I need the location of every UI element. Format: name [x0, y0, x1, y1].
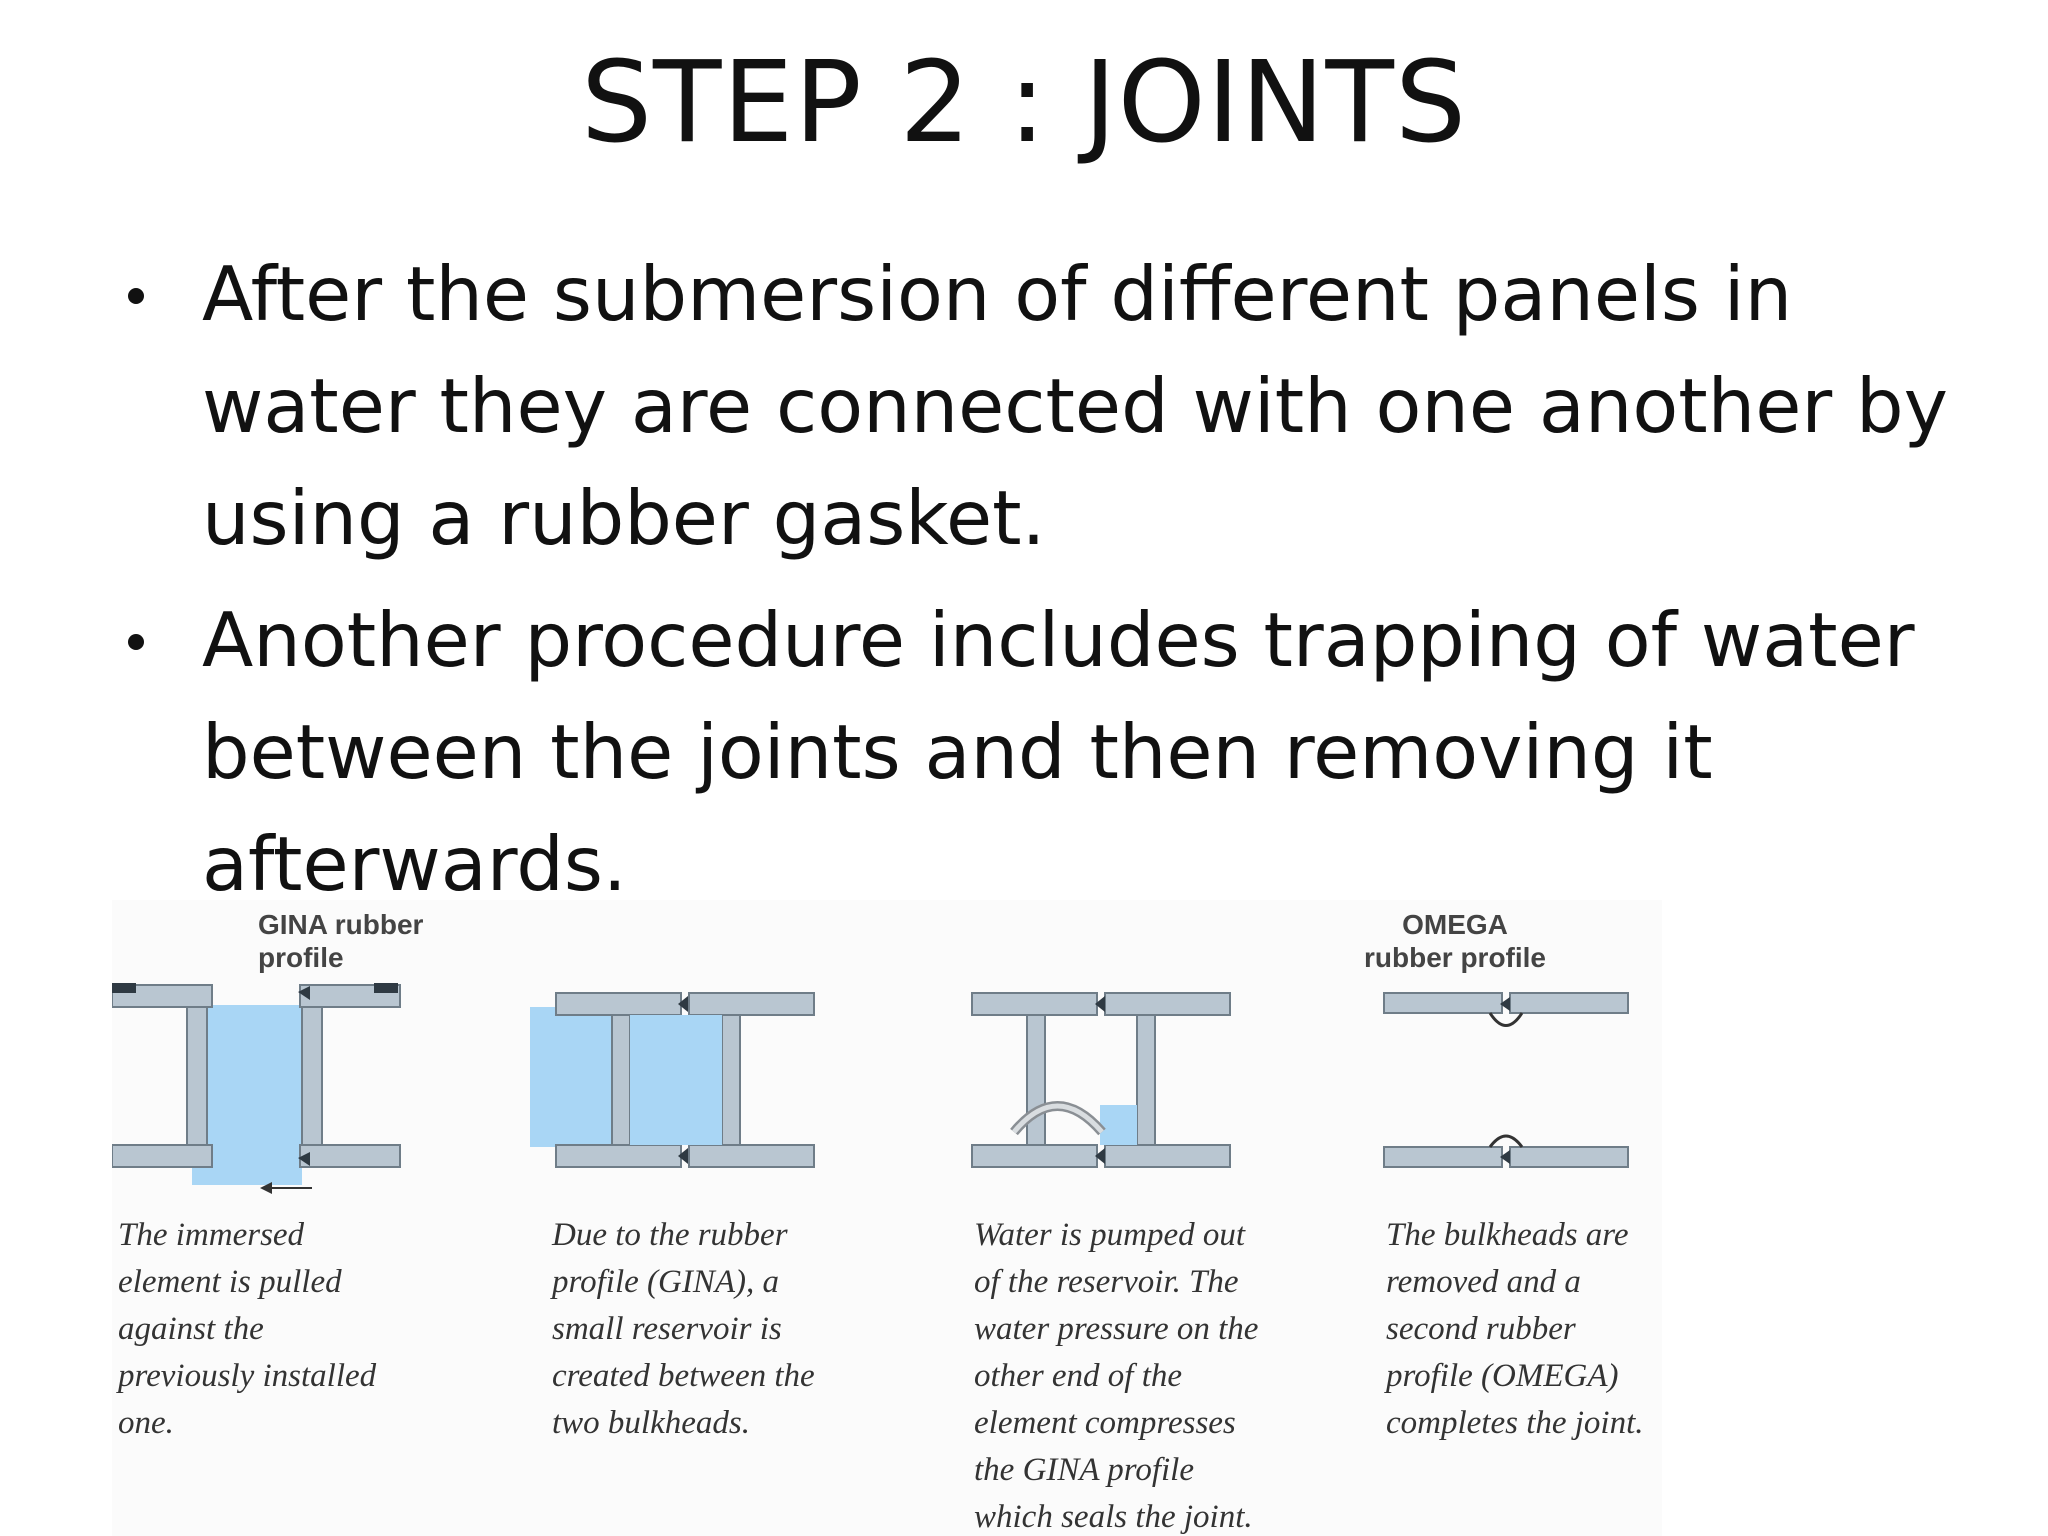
- bulkhead-left: [1026, 1014, 1046, 1146]
- reservoir-water: [630, 1015, 722, 1145]
- slide-title: STEP 2 : JOINTS: [580, 38, 1468, 168]
- arrow-head-icon: [260, 1182, 272, 1194]
- joint-diagram-figure: .wall { fill: #b9c6d1; stroke: #6f7d88; …: [112, 900, 1662, 1536]
- seal-mark: [112, 983, 136, 993]
- gina-profile-icon: [298, 986, 310, 1000]
- gina-profile-icon: [1095, 996, 1105, 1012]
- bullet-item: Another procedure includes trapping of w…: [120, 584, 2000, 920]
- caption-step-4: The bulkheads are removed and a second r…: [1386, 1217, 1644, 1441]
- bullet-text: After the submersion of different panels…: [202, 250, 1949, 562]
- caption-step-3: Water is pumped out of the reservoir. Th…: [974, 1217, 1259, 1535]
- gina-label: GINA rubber profile: [258, 909, 424, 973]
- slab-bottom-left: [112, 1144, 213, 1168]
- slab-bottom-left: [971, 1144, 1098, 1168]
- remaining-water: [1100, 1105, 1137, 1145]
- slab-top-left: [1383, 992, 1503, 1014]
- gina-profile-icon: [678, 1148, 688, 1164]
- gina-profile-icon: [1095, 1148, 1105, 1164]
- bulkhead-right: [1136, 1014, 1156, 1146]
- bulkhead-left: [186, 1006, 208, 1146]
- diagram-step-4: [1383, 992, 1629, 1168]
- caption-step-1: The immersed element is pulled against t…: [118, 1217, 377, 1441]
- slab-bottom-right: [688, 1144, 815, 1168]
- slab-bottom-left: [555, 1144, 682, 1168]
- bullet-list: After the submersion of different panels…: [120, 238, 2000, 920]
- bulkhead-right: [721, 1014, 741, 1146]
- bullet-item: After the submersion of different panels…: [120, 238, 2000, 574]
- bulkhead-right: [301, 1006, 323, 1146]
- gina-profile-icon: [678, 996, 688, 1012]
- water-fill: [530, 1007, 625, 1147]
- bullet-text: Another procedure includes trapping of w…: [202, 596, 1915, 908]
- slab-bottom-right: [1104, 1144, 1231, 1168]
- omega-profile-icon: [1488, 1012, 1524, 1027]
- diagram-step-3: [971, 992, 1231, 1168]
- gina-profile-icon: [298, 1152, 310, 1166]
- gina-profile-icon: [1500, 1150, 1510, 1164]
- seal-mark: [374, 983, 398, 993]
- joint-diagram-svg: .wall { fill: #b9c6d1; stroke: #6f7d88; …: [112, 983, 1629, 1194]
- omega-label: OMEGA rubber profile: [1363, 909, 1546, 973]
- slab-top-left: [555, 992, 682, 1016]
- slab-top-right: [1104, 992, 1231, 1016]
- gina-profile-icon: [1500, 997, 1510, 1011]
- bullet-dot-icon: [128, 288, 144, 304]
- slab-top-left: [971, 992, 1098, 1016]
- caption-step-2: Due to the rubber profile (GINA), a smal…: [552, 1217, 815, 1441]
- slab-top-right: [1509, 992, 1629, 1014]
- omega-profile-icon: [1488, 1134, 1524, 1148]
- diagram-step-1: [112, 983, 401, 1194]
- bullet-dot-icon: [128, 634, 144, 650]
- slab-top-right: [688, 992, 815, 1016]
- slab-bottom-left: [1383, 1146, 1503, 1168]
- slab-bottom-right: [299, 1144, 401, 1168]
- bulkhead-left: [611, 1014, 631, 1146]
- diagram-step-2: [530, 992, 815, 1168]
- slab-bottom-right: [1509, 1146, 1629, 1168]
- slab-top-left: [112, 984, 213, 1008]
